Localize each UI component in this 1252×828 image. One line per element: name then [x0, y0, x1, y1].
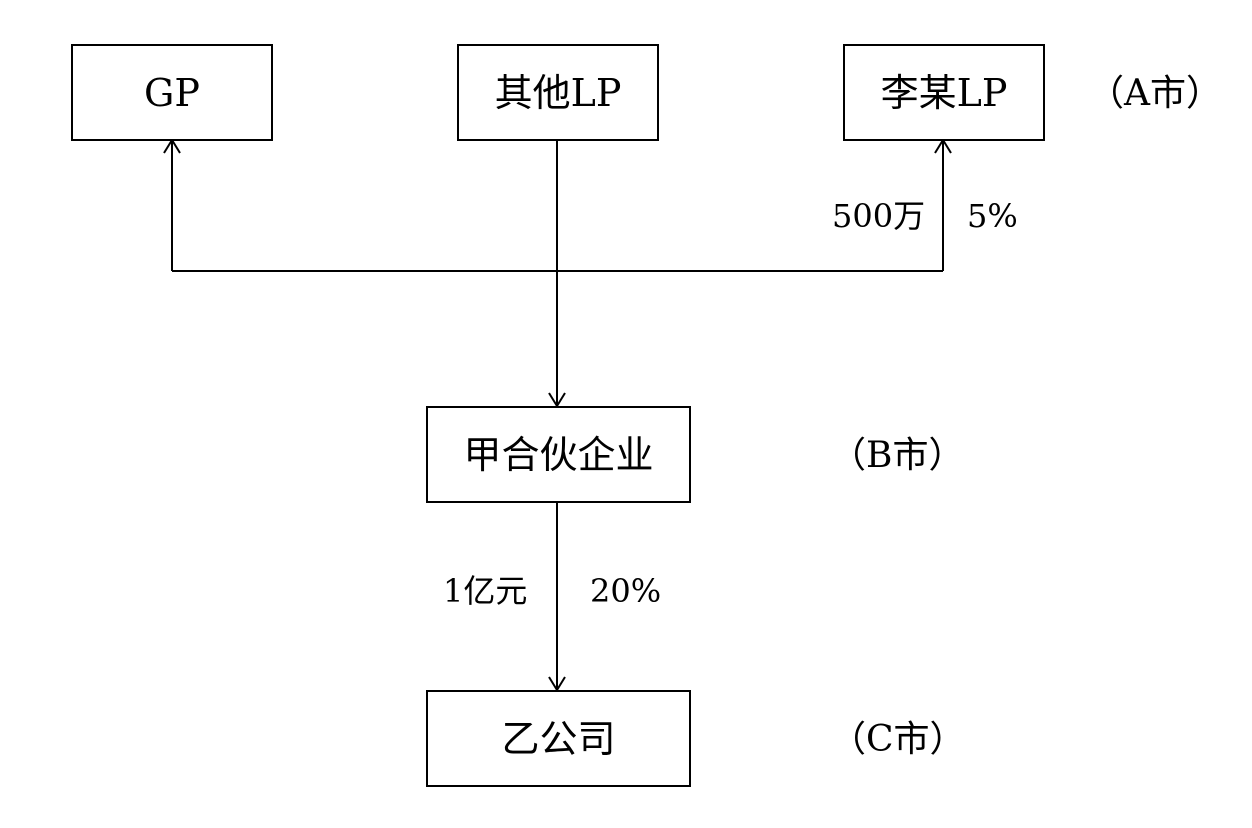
- node-other-lp: 其他LP: [457, 44, 659, 141]
- node-li-lp-label: 李某LP: [880, 70, 1008, 115]
- node-gp: GP: [71, 44, 273, 141]
- node-company: 乙公司: [426, 690, 691, 787]
- node-other-lp-label: 其他LP: [494, 70, 622, 115]
- location-a: （A市）: [1088, 73, 1222, 114]
- node-gp-label: GP: [144, 70, 200, 115]
- node-partnership-label: 甲合伙企业: [463, 432, 654, 477]
- edge-company-amount: 1亿元: [443, 572, 528, 610]
- edge-company-share: 20%: [590, 572, 662, 610]
- edge-li-share: 5%: [967, 197, 1018, 235]
- node-company-label: 乙公司: [501, 716, 616, 761]
- node-li-lp: 李某LP: [843, 44, 1045, 141]
- edge-li-amount: 500万: [832, 197, 926, 235]
- location-c: （C市）: [830, 719, 966, 760]
- location-b: （B市）: [830, 435, 965, 476]
- node-partnership: 甲合伙企业: [426, 406, 691, 503]
